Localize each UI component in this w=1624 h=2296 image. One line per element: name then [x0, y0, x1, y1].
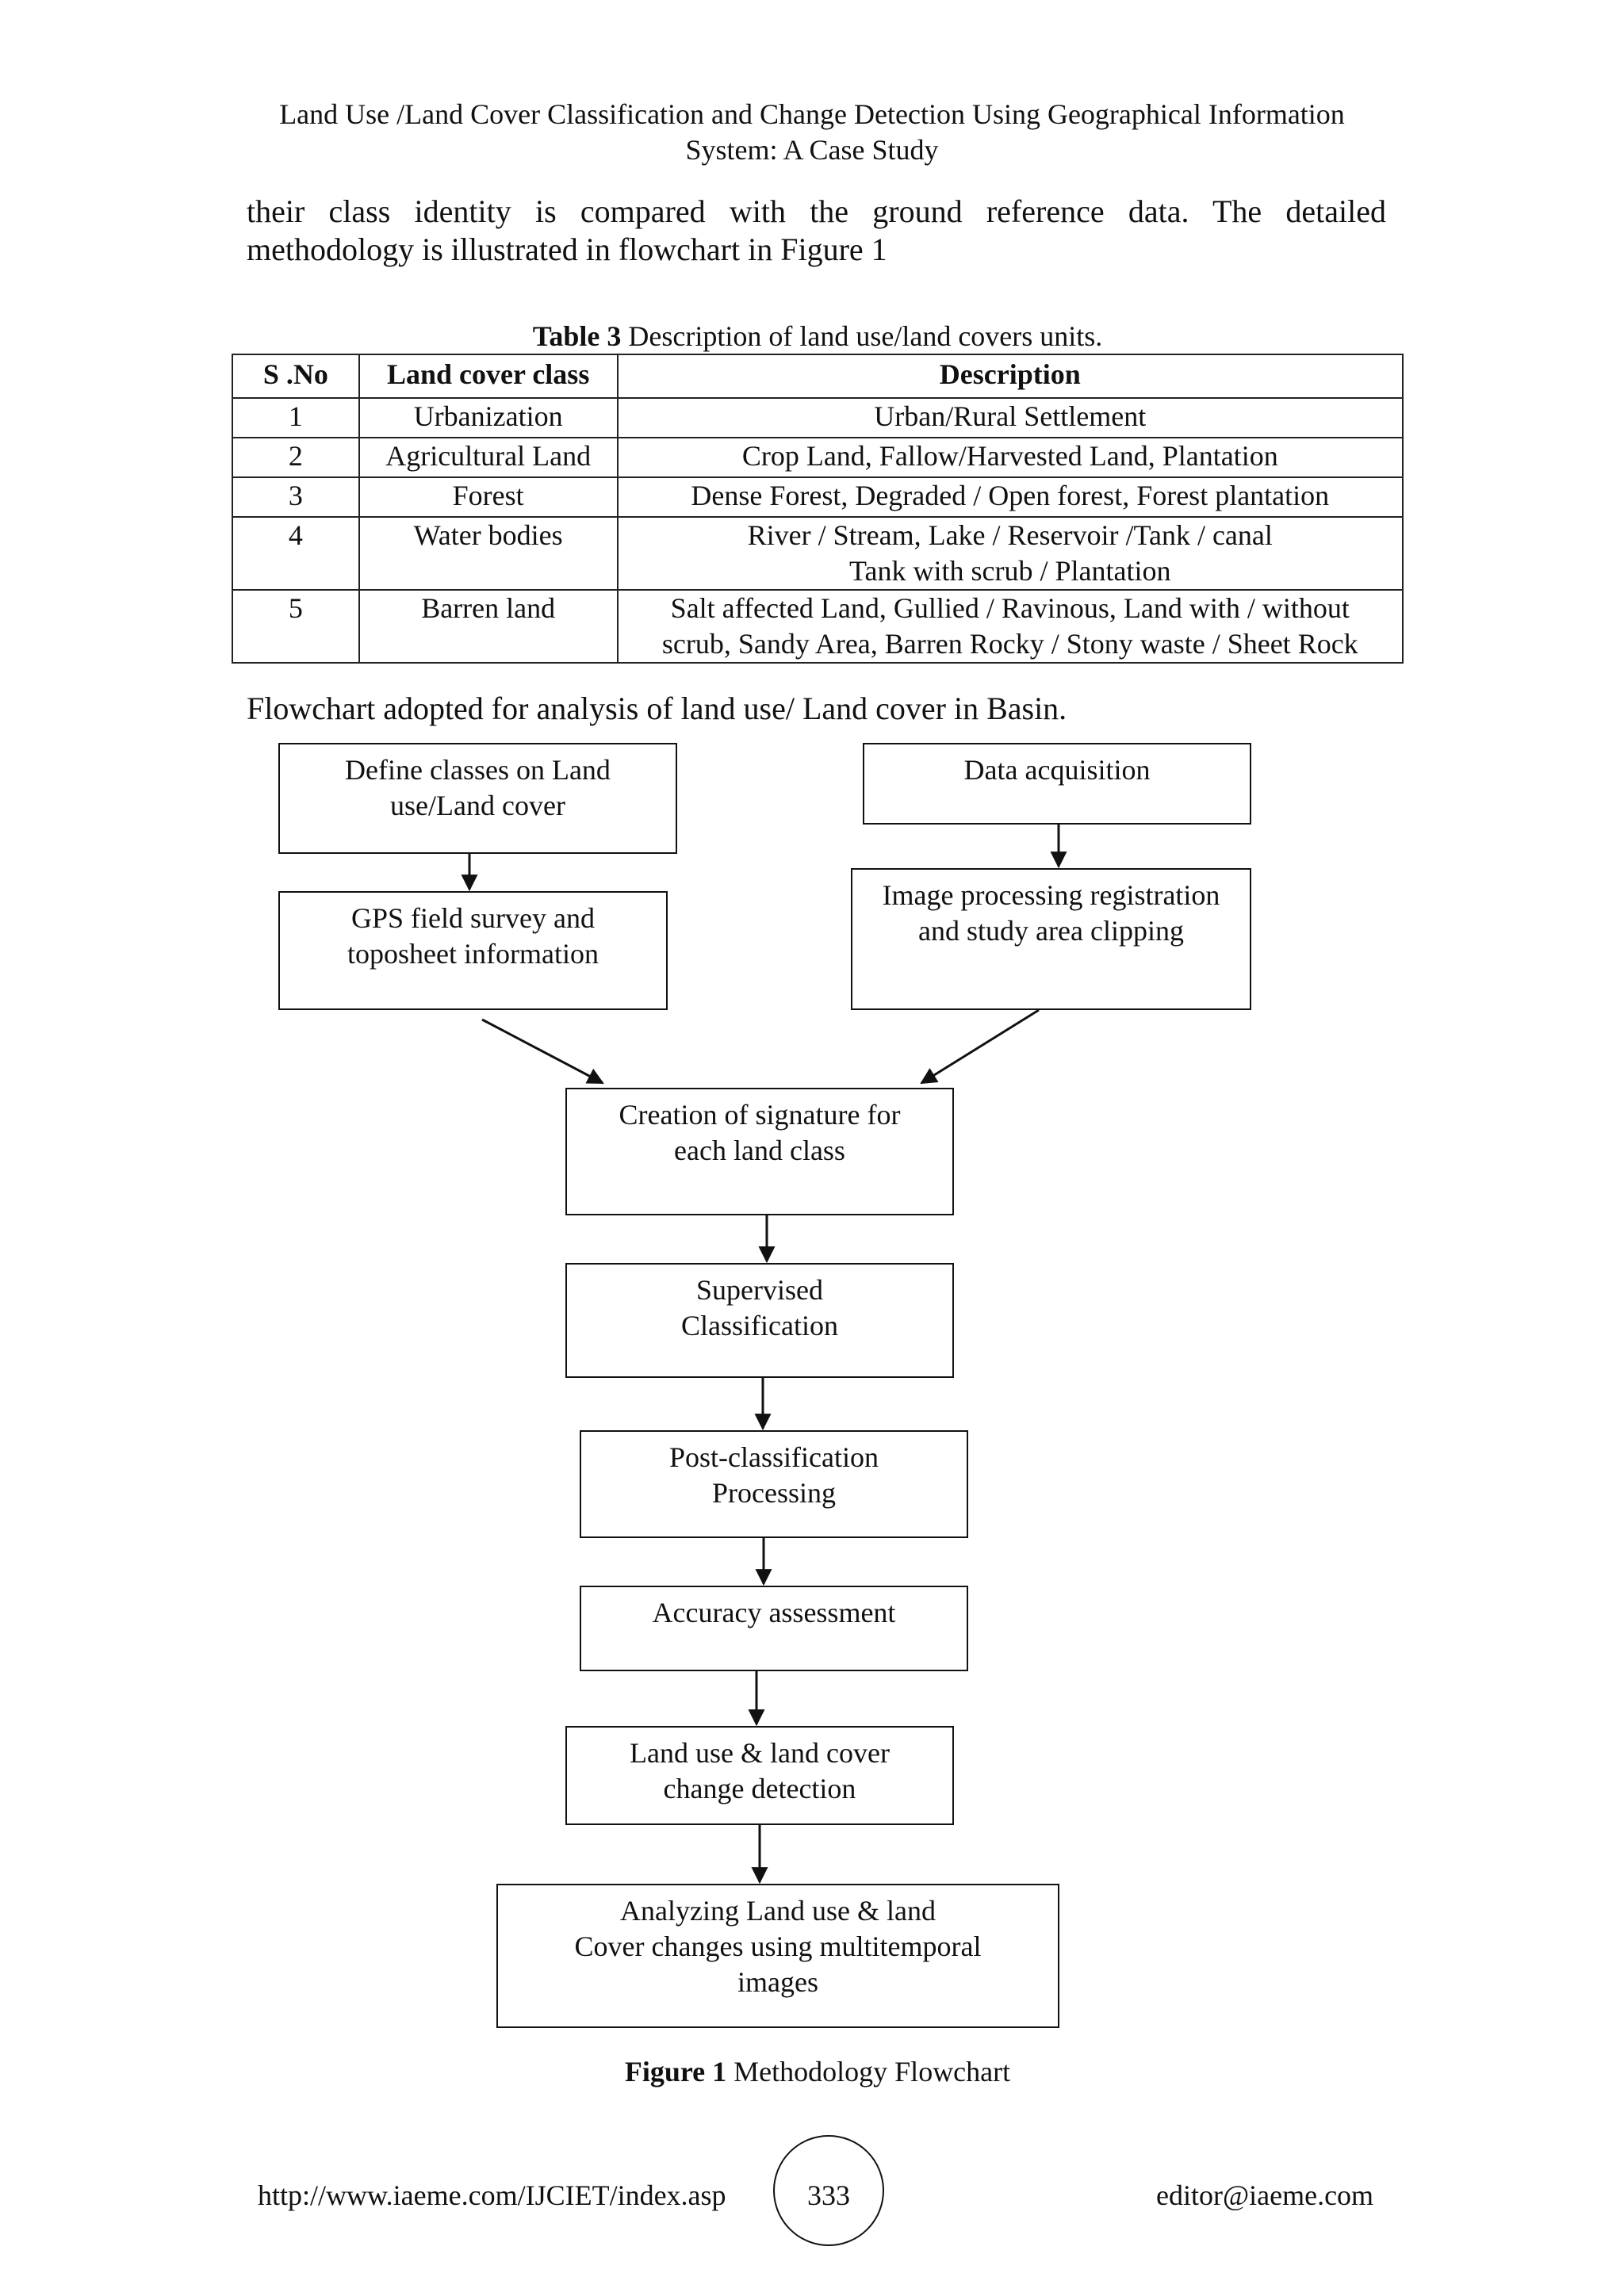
- description-line: Tank with scrub / Plantation: [849, 555, 1171, 587]
- flow-box-signature: Creation of signature for each land clas…: [565, 1088, 954, 1215]
- cell-description: Crop Land, Fallow/Harvested Land, Planta…: [616, 437, 1404, 478]
- flow-box-line: Cover changes using multitemporal: [574, 1931, 982, 1962]
- flow-box-line: Define classes on Land: [345, 754, 611, 786]
- running-head: Land Use /Land Cover Classification and …: [238, 97, 1386, 168]
- arrow-processing-to-signature: [920, 1008, 1040, 1085]
- arrow-gps-to-signature: [481, 1018, 604, 1085]
- description-line: Crop Land, Fallow/Harvested Land, Planta…: [741, 440, 1278, 472]
- flow-box-line: Analyzing Land use & land: [620, 1895, 936, 1927]
- description-line: River / Stream, Lake / Reservoir /Tank /…: [747, 519, 1273, 551]
- figure-caption: Figure 1 Methodology Flowchart: [496, 2056, 1139, 2087]
- flow-box-line: GPS field survey and: [351, 902, 595, 934]
- table-row: 4 Water bodies River / Stream, Lake / Re…: [232, 516, 1404, 591]
- header-land-cover-class: Land cover class: [358, 354, 619, 399]
- cell-sno: 5: [232, 589, 360, 664]
- running-head-line-1: Land Use /Land Cover Classification and …: [279, 98, 1345, 130]
- flow-box-line: Supervised: [696, 1274, 823, 1306]
- flow-box-supervised-classification: Supervised Classification: [565, 1263, 954, 1378]
- body-paragraph: their class identity is compared with th…: [247, 193, 1386, 269]
- body-line-2: methodology is illustrated in flowchart …: [247, 232, 887, 267]
- flow-box-accuracy-assessment: Accuracy assessment: [580, 1586, 968, 1671]
- page-number-circle: [773, 2135, 884, 2246]
- flow-box-line: Classification: [681, 1310, 838, 1341]
- flow-box-line: Accuracy assessment: [652, 1597, 896, 1628]
- table-header-row: S .No Land cover class Description: [232, 354, 1404, 399]
- footer-email-link[interactable]: editor@iaeme.com: [1156, 2179, 1374, 2211]
- figure-caption-text: Methodology Flowchart: [726, 2056, 1011, 2087]
- flow-box-gps-survey: GPS field survey and toposheet informati…: [278, 891, 668, 1010]
- table-row: 5 Barren land Salt affected Land, Gullie…: [232, 589, 1404, 664]
- description-line: scrub, Sandy Area, Barren Rocky / Stony …: [661, 628, 1358, 660]
- header-sno: S .No: [232, 354, 360, 399]
- running-head-line-2: System: A Case Study: [685, 134, 939, 166]
- flow-box-line: toposheet information: [347, 938, 599, 970]
- table-caption: Table 3 Description of land use/land cov…: [232, 320, 1404, 352]
- flow-box-line: Post-classification: [669, 1441, 879, 1473]
- header-description: Description: [616, 354, 1404, 399]
- body-line-1: their class identity is compared with th…: [247, 193, 1386, 229]
- flow-box-line: Creation of signature for: [619, 1099, 901, 1131]
- flow-box-line: Data acquisition: [963, 754, 1151, 786]
- flow-box-line: and study area clipping: [918, 915, 1184, 947]
- cell-class: Barren land: [358, 589, 619, 664]
- description-line: Urban/Rural Settlement: [874, 400, 1147, 432]
- cell-description: Dense Forest, Degraded / Open forest, Fo…: [616, 476, 1404, 518]
- cell-class: Urbanization: [358, 397, 619, 438]
- flow-box-post-classification: Post-classification Processing: [580, 1430, 968, 1538]
- figure-caption-label: Figure 1: [624, 2056, 727, 2087]
- table-caption-label: Table 3: [532, 320, 622, 352]
- cell-class: Forest: [358, 476, 619, 518]
- cell-description: Urban/Rural Settlement: [616, 397, 1404, 438]
- flow-box-line: images: [737, 1966, 818, 1998]
- flow-box-define-classes: Define classes on Land use/Land cover: [278, 743, 677, 854]
- flow-box-line: Processing: [712, 1477, 836, 1509]
- cell-sno: 3: [232, 476, 360, 518]
- cell-class: Agricultural Land: [358, 437, 619, 478]
- cell-class: Water bodies: [358, 516, 619, 591]
- flow-box-line: each land class: [674, 1135, 845, 1166]
- flow-box-line: change detection: [663, 1773, 856, 1804]
- table-row: 3 Forest Dense Forest, Degraded / Open f…: [232, 476, 1404, 518]
- cell-description: River / Stream, Lake / Reservoir /Tank /…: [616, 516, 1404, 591]
- cell-sno: 4: [232, 516, 360, 591]
- flow-box-image-processing: Image processing registration and study …: [851, 868, 1251, 1010]
- cell-description: Salt affected Land, Gullied / Ravinous, …: [616, 589, 1404, 664]
- description-line: Salt affected Land, Gullied / Ravinous, …: [670, 592, 1350, 624]
- cell-sno: 1: [232, 397, 360, 438]
- flow-box-data-acquisition: Data acquisition: [863, 743, 1251, 825]
- table-caption-text: Description of land use/land covers unit…: [621, 320, 1103, 352]
- description-line: Dense Forest, Degraded / Open forest, Fo…: [691, 480, 1330, 511]
- table-row: 2 Agricultural Land Crop Land, Fallow/Ha…: [232, 437, 1404, 478]
- page-number: 333: [807, 2179, 850, 2211]
- table-row: 1 Urbanization Urban/Rural Settlement: [232, 397, 1404, 438]
- cell-sno: 2: [232, 437, 360, 478]
- flow-box-line: Land use & land cover: [630, 1737, 890, 1769]
- flow-box-line: Image processing registration: [882, 879, 1220, 911]
- land-cover-table: S .No Land cover class Description 1 Urb…: [232, 354, 1404, 664]
- flow-box-analyzing-changes: Analyzing Land use & land Cover changes …: [496, 1884, 1059, 2028]
- flowchart-intro: Flowchart adopted for analysis of land u…: [247, 691, 1067, 726]
- flow-box-change-detection: Land use & land cover change detection: [565, 1726, 954, 1825]
- flow-box-line: use/Land cover: [390, 790, 565, 821]
- footer-url-link[interactable]: http://www.iaeme.com/IJCIET/index.asp: [258, 2179, 726, 2211]
